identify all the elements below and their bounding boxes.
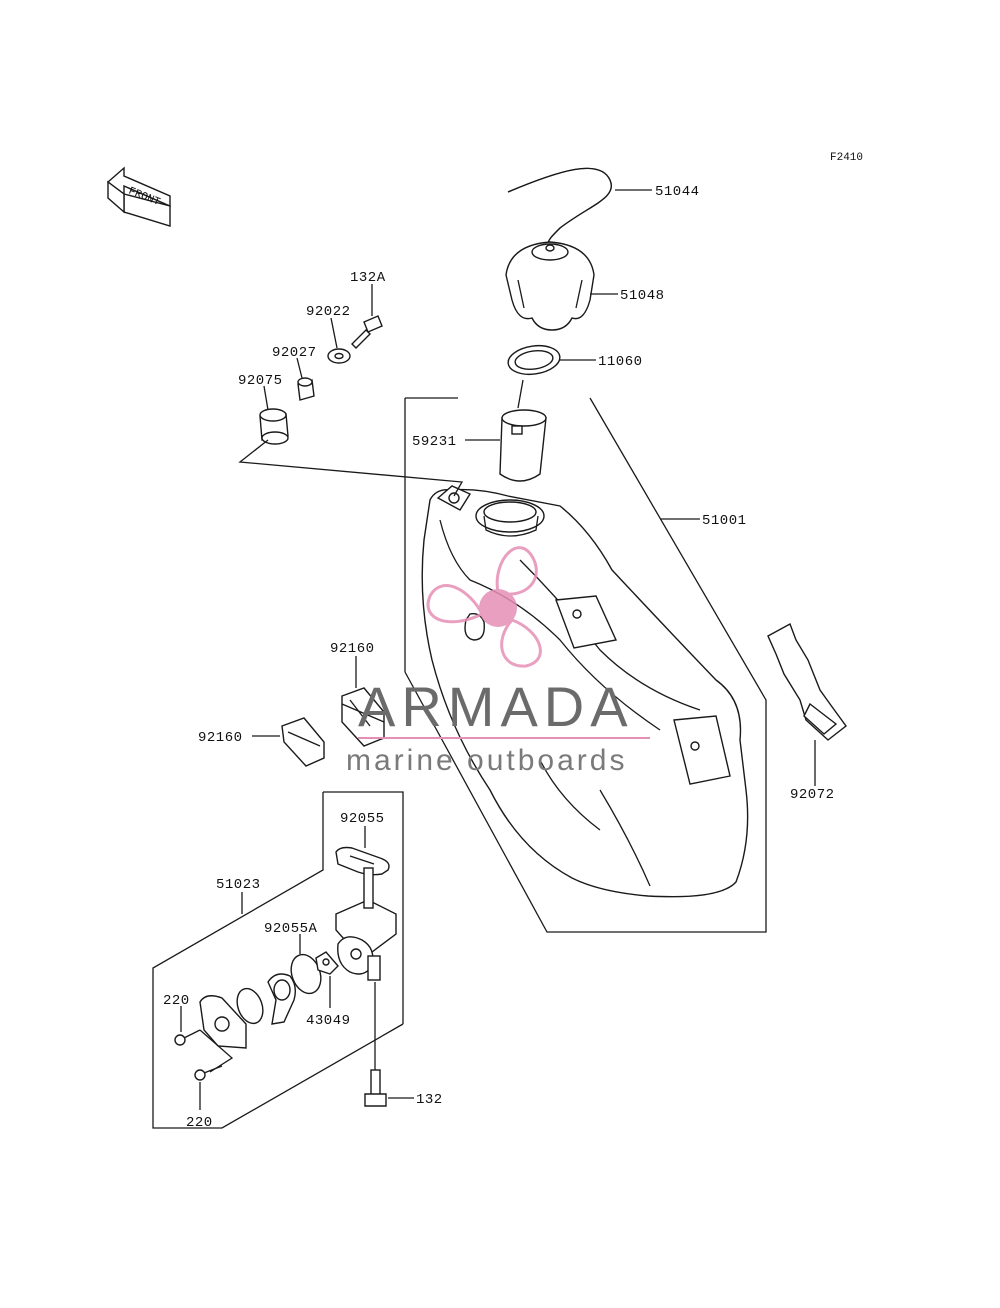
fuel-cock-body <box>335 867 397 981</box>
tank-strap-92072 <box>767 622 847 741</box>
part-label-92055a: 92055A <box>264 921 318 937</box>
damper-92160-left <box>281 717 325 767</box>
watermark-tagline: marine outboards <box>346 744 627 777</box>
fuel-cock-lever <box>267 973 297 1025</box>
gasket-92055 <box>335 846 390 876</box>
part-label-92055: 92055 <box>340 811 385 827</box>
part-label-92160-lower: 92160 <box>198 730 243 746</box>
watermark-logo-icon <box>426 546 542 668</box>
part-label-132: 132 <box>416 1092 443 1108</box>
collar-92027 <box>297 377 315 401</box>
washer-92022 <box>327 348 351 364</box>
part-label-11060: 11060 <box>598 354 643 370</box>
fuel-cock-seal-ring <box>236 987 264 1025</box>
grommet-92075 <box>259 408 289 445</box>
part-label-92075: 92075 <box>238 373 283 389</box>
part-label-43049: 43049 <box>306 1013 351 1029</box>
part-label-92160-upper: 92160 <box>330 641 375 657</box>
part-label-51048: 51048 <box>620 288 665 304</box>
watermark-brand: ARMADA <box>358 675 634 738</box>
screw-220-lower <box>194 1065 223 1081</box>
part-label-51023: 51023 <box>216 877 261 893</box>
part-label-59231: 59231 <box>412 434 457 450</box>
fuel-cock-cover-plate <box>199 995 247 1049</box>
screw-220-upper <box>174 1029 201 1046</box>
fuel-cap <box>505 241 595 331</box>
part-label-220-upper: 220 <box>163 993 190 1009</box>
part-label-92072: 92072 <box>790 787 835 803</box>
bolt-132 <box>364 1069 387 1107</box>
cap-gasket <box>507 344 561 376</box>
part-label-51001: 51001 <box>702 513 747 529</box>
part-label-220-lower: 220 <box>186 1115 213 1131</box>
mount-bolt-132a <box>351 315 383 349</box>
part-label-132a: 132A <box>350 270 386 286</box>
part-label-51044: 51044 <box>655 184 700 200</box>
part-label-92027: 92027 <box>272 345 317 361</box>
figure-code: F2410 <box>830 152 863 164</box>
plate-43049 <box>315 951 339 975</box>
front-arrow-icon: FRONT <box>106 166 171 227</box>
breather-hose <box>507 167 612 245</box>
part-label-92022: 92022 <box>306 304 351 320</box>
filler-strainer <box>499 409 547 482</box>
